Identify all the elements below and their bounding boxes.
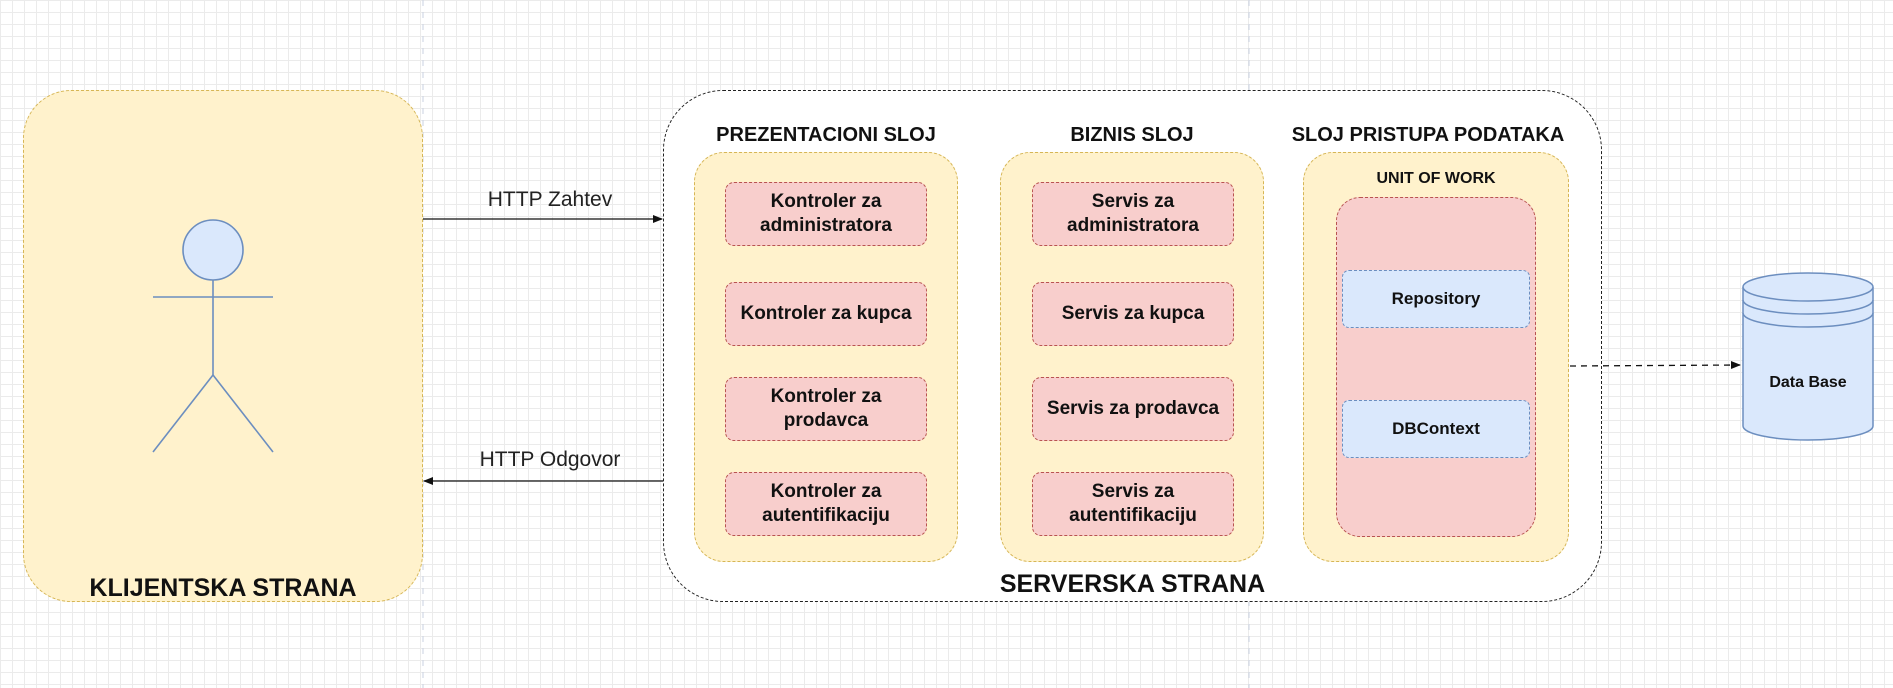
data-access-layer-heading: SLOJ PRISTUPA PODATAKA — [1291, 124, 1565, 146]
controller-authentication[interactable]: Kontroler za autentifikaciju — [725, 472, 927, 536]
client-side-container[interactable] — [23, 90, 423, 602]
controller-administrator[interactable]: Kontroler za administratora — [725, 182, 927, 246]
presentation-layer-heading: PREZENTACIONI SLOJ — [716, 124, 936, 146]
unit-of-work-label: UNIT OF WORK — [1376, 170, 1496, 187]
client-side-title: KLIJENTSKA STRANA — [89, 574, 357, 602]
dbcontext-box[interactable]: DBContext — [1342, 400, 1530, 458]
service-authentication[interactable]: Servis za autentifikaciju — [1032, 472, 1234, 536]
unit-of-work-container[interactable] — [1336, 197, 1536, 537]
service-administrator[interactable]: Servis za administratora — [1032, 182, 1234, 246]
http-response-label: HTTP Odgovor — [479, 448, 621, 471]
controller-seller[interactable]: Kontroler za prodavca — [725, 377, 927, 441]
business-layer-heading: BIZNIS SLOJ — [1070, 124, 1194, 146]
repository-box[interactable]: Repository — [1342, 270, 1530, 328]
database-label: Data Base — [1769, 374, 1847, 391]
http-request-label: HTTP Zahtev — [487, 188, 613, 211]
service-buyer[interactable]: Servis za kupca — [1032, 282, 1234, 346]
database-cylinder-icon — [1742, 272, 1874, 441]
controller-buyer[interactable]: Kontroler za kupca — [725, 282, 927, 346]
server-side-title: SERVERSKA STRANA — [999, 570, 1266, 598]
service-seller[interactable]: Servis za prodavca — [1032, 377, 1234, 441]
